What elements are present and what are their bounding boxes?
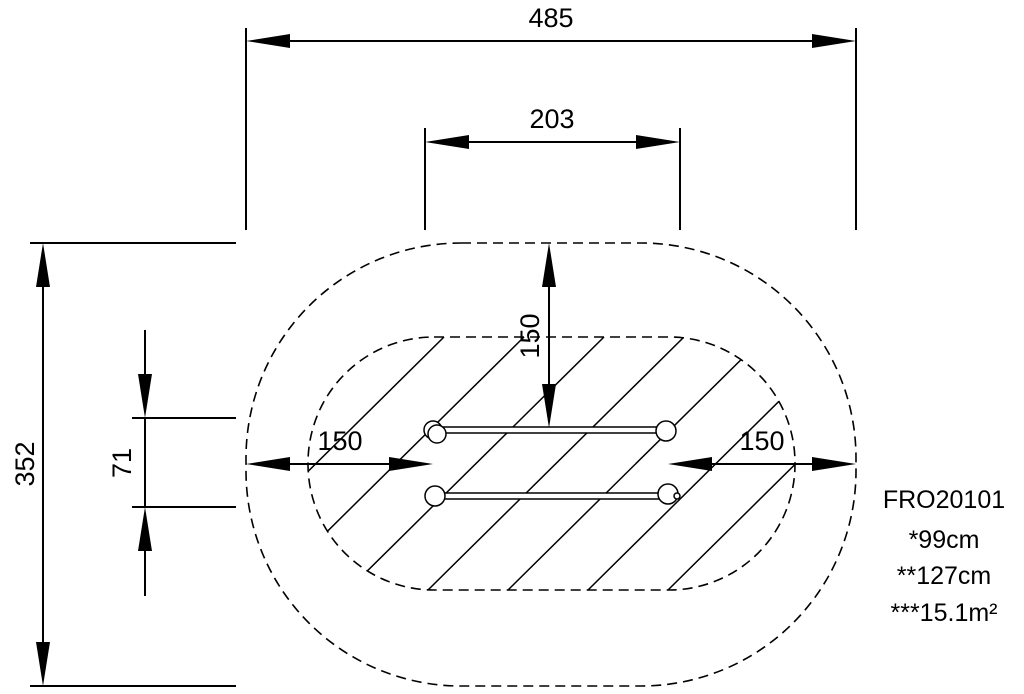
dimension-clearance-top: 150 xyxy=(515,243,556,428)
inner-width-label: 203 xyxy=(529,104,574,134)
product-code: FRO20101 xyxy=(883,486,1005,514)
product-info: FRO20101 *99cm **127cm ***15.1m² xyxy=(883,486,1005,627)
dimension-overall-width: 485 xyxy=(245,3,857,230)
post-upper-left-ring xyxy=(427,424,447,444)
dimension-inner-width: 203 xyxy=(424,104,681,230)
dimension-bar-spacing: 71 xyxy=(107,330,236,596)
dimension-overall-depth: 352 xyxy=(10,242,236,687)
overall-width-label: 485 xyxy=(528,3,573,33)
outer-safety-zone xyxy=(245,242,857,687)
lower-bar xyxy=(435,492,668,500)
overall-depth-label: 352 xyxy=(10,441,40,486)
post-lower-left xyxy=(424,485,446,507)
clearance-top-label: 150 xyxy=(515,313,545,358)
post-lower-right-cap xyxy=(673,492,681,500)
clearance-left-label: 150 xyxy=(317,426,362,456)
post-upper-right xyxy=(655,420,677,442)
free-height: *99cm xyxy=(909,526,980,554)
dimension-clearance-left: 150 xyxy=(246,426,433,471)
equipment-bars xyxy=(423,420,681,507)
clearance-right-label: 150 xyxy=(739,426,784,456)
dimension-clearance-right: 150 xyxy=(668,426,856,471)
safety-area: ***15.1m² xyxy=(891,599,998,627)
upper-bar xyxy=(435,426,668,434)
bar-spacing-label: 71 xyxy=(107,448,137,478)
fall-height: **127cm xyxy=(897,562,992,590)
